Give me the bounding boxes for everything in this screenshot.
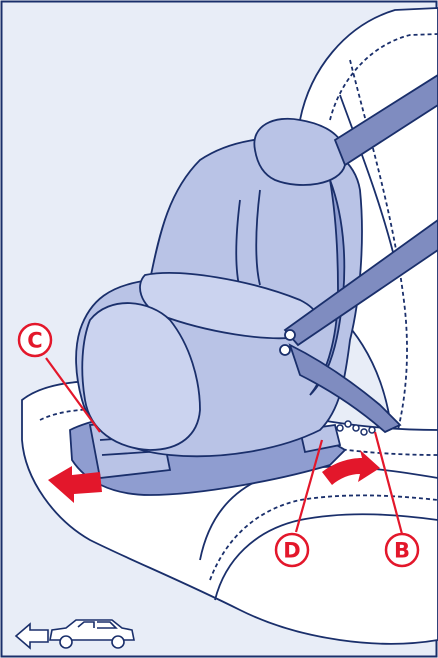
callout-c: C xyxy=(19,324,51,356)
car-wheel-rear-icon xyxy=(112,636,124,648)
callout-d: D xyxy=(276,534,308,566)
callout-c-label: C xyxy=(27,329,42,353)
belt-buckle-1 xyxy=(285,330,295,340)
callout-b-label: B xyxy=(394,539,410,563)
car-wheel-front-icon xyxy=(60,636,72,648)
callout-b: B xyxy=(386,534,418,566)
belt-buckle-2 xyxy=(280,345,290,355)
callout-d-label: D xyxy=(283,539,300,563)
